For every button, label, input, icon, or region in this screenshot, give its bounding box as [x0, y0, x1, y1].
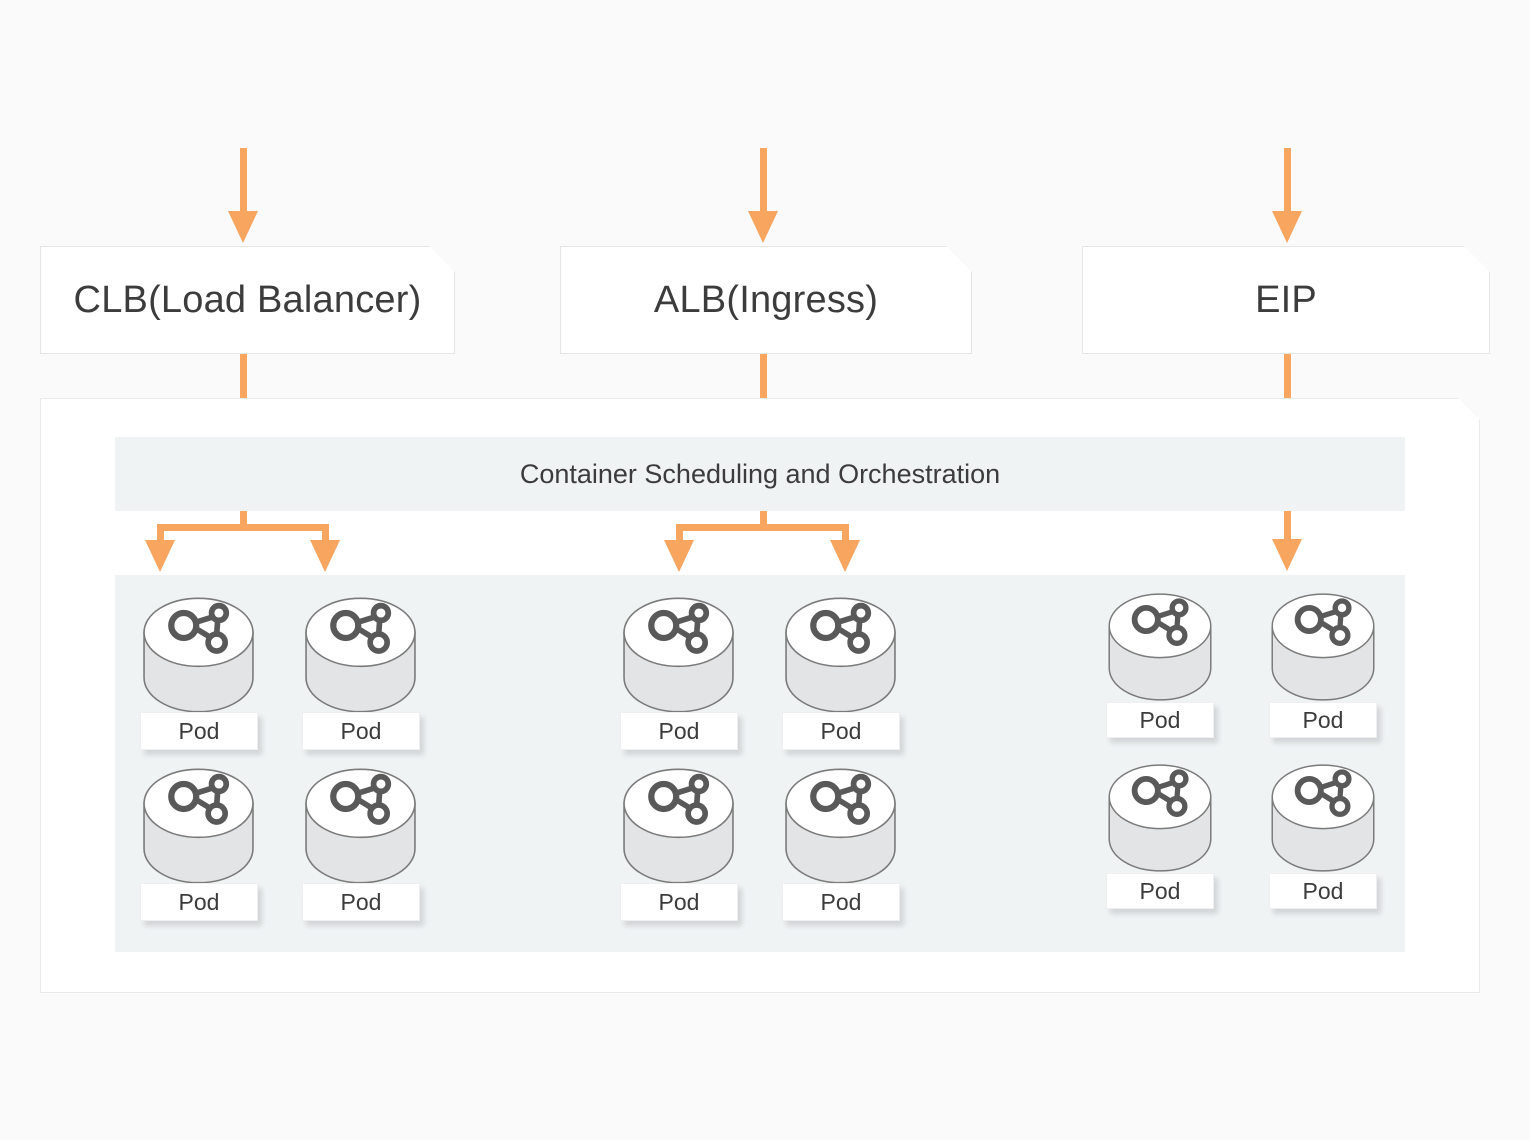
pod-label: Pod [782, 883, 900, 921]
pod-label: Pod [302, 712, 420, 750]
service-box-clb-label: CLB(Load Balancer) [73, 279, 422, 321]
pod-label: Pod [1269, 702, 1377, 738]
pod-label-text: Pod [340, 888, 382, 915]
pod-label-text: Pod [820, 888, 862, 915]
pod-label-text: Pod [658, 717, 700, 744]
pod-label-text: Pod [658, 888, 700, 915]
pod-label: Pod [1269, 873, 1377, 909]
pod-node[interactable]: Pod [782, 767, 900, 921]
service-box-alb[interactable]: ALB(Ingress) [560, 246, 972, 354]
pod-label: Pod [140, 883, 258, 921]
pod-node[interactable]: Pod [140, 596, 258, 750]
service-box-eip-label: EIP [1255, 279, 1317, 321]
pod-node[interactable]: Pod [782, 596, 900, 750]
pod-label: Pod [140, 712, 258, 750]
pod-node[interactable]: Pod [1106, 763, 1214, 909]
pod-label-text: Pod [820, 717, 862, 744]
pod-label: Pod [620, 712, 738, 750]
pod-node[interactable]: Pod [1106, 592, 1214, 738]
pod-label-text: Pod [1139, 877, 1181, 904]
pod-node[interactable]: Pod [302, 596, 420, 750]
pod-label-text: Pod [1302, 706, 1344, 733]
pod-label: Pod [620, 883, 738, 921]
pod-node[interactable]: Pod [620, 596, 738, 750]
pod-label: Pod [1106, 702, 1214, 738]
pod-label: Pod [782, 712, 900, 750]
service-box-alb-label: ALB(Ingress) [653, 279, 879, 321]
pod-node[interactable]: Pod [620, 767, 738, 921]
service-box-eip[interactable]: EIP [1082, 246, 1490, 354]
orchestration-bar: Container Scheduling and Orchestration [115, 437, 1405, 511]
pod-label-text: Pod [178, 717, 220, 744]
pod-label: Pod [1106, 873, 1214, 909]
pod-label-text: Pod [1139, 706, 1181, 733]
service-box-clb[interactable]: CLB(Load Balancer) [40, 246, 455, 354]
pod-label: Pod [302, 883, 420, 921]
pod-label-text: Pod [340, 717, 382, 744]
pod-label-text: Pod [178, 888, 220, 915]
pod-node[interactable]: Pod [302, 767, 420, 921]
pod-node[interactable]: Pod [140, 767, 258, 921]
pod-node[interactable]: Pod [1269, 763, 1377, 909]
pod-node[interactable]: Pod [1269, 592, 1377, 738]
orchestration-label: Container Scheduling and Orchestration [519, 458, 1001, 489]
pod-label-text: Pod [1302, 877, 1344, 904]
